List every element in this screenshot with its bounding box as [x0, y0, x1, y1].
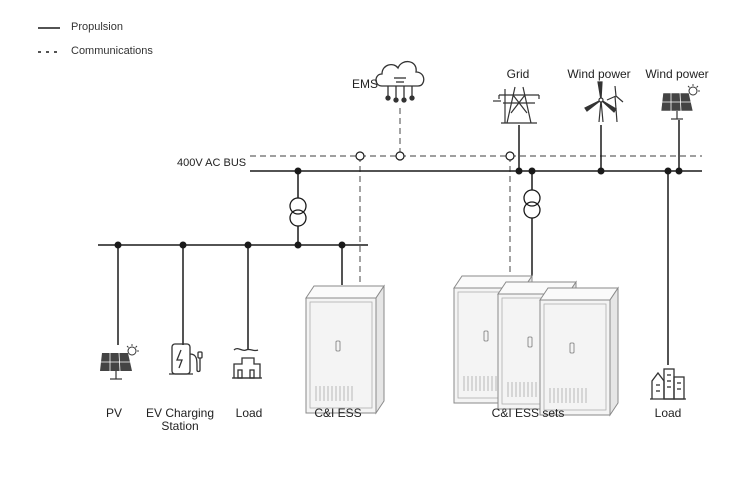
ems-label: EMS — [352, 77, 379, 91]
node-wind — [597, 167, 605, 175]
ci-ess-label: C&I ESS — [314, 406, 362, 420]
pv-solar-panel-icon — [100, 344, 139, 380]
grid-label: Grid — [506, 67, 530, 81]
node-load-right — [664, 167, 672, 175]
wind-power-label-1: Wind power — [567, 67, 631, 81]
node-ev — [179, 241, 187, 249]
legend-lines — [38, 27, 60, 53]
wind-power-label-2: Wind power — [645, 67, 709, 81]
buildings-icon — [650, 368, 686, 400]
legend-communications-label: Communications — [71, 45, 153, 57]
ci-ess-cabinet — [305, 285, 385, 414]
load-left-label: Load — [235, 406, 263, 420]
wind-turbine-icon — [584, 81, 624, 123]
node-transformer-right — [528, 167, 536, 175]
ev-charging-label-line1: EV Charging — [145, 406, 215, 420]
pv-label: PV — [105, 406, 123, 420]
load-right-label: Load — [654, 406, 682, 420]
comm-node-ems — [395, 151, 405, 161]
node-transformer-left-low — [294, 241, 302, 249]
comm-node-ess — [355, 151, 365, 161]
node-grid — [515, 167, 523, 175]
node-load-left — [244, 241, 252, 249]
transmission-tower-icon — [493, 86, 540, 124]
ev-charger-icon — [169, 343, 203, 375]
bus-label: 400V AC BUS — [177, 157, 247, 169]
node-pv — [114, 241, 122, 249]
ev-charging-label-line2: Station — [161, 419, 199, 433]
ci-ess-sets-label: C&I ESS sets — [491, 406, 565, 420]
node-ess — [338, 241, 346, 249]
node-wind2 — [675, 167, 683, 175]
node-transformer-left-bus — [294, 167, 302, 175]
transformer-right — [523, 189, 541, 219]
solar-panel-icon — [660, 84, 700, 120]
cloud-network-icon — [375, 61, 425, 103]
factory-icon — [232, 347, 262, 379]
transformer-left — [289, 197, 307, 227]
legend-propulsion-label: Propulsion — [71, 21, 123, 33]
ci-ess-sets-cabinet-3 — [539, 287, 619, 416]
comm-node-ess-sets — [505, 151, 515, 161]
